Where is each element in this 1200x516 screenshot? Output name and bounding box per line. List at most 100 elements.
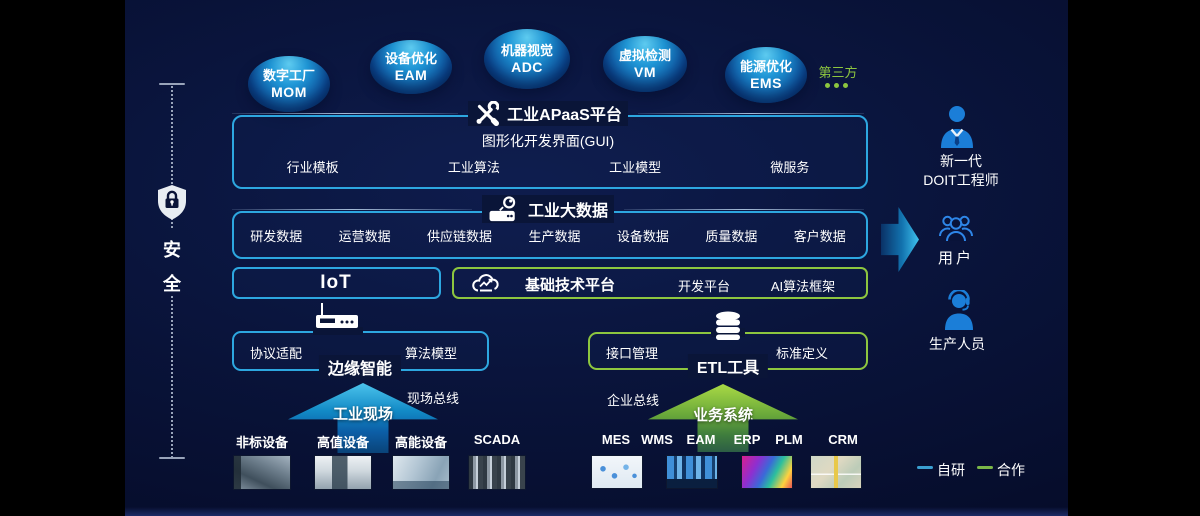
bubble-vm: 虚拟检测 VM <box>603 36 687 92</box>
field-bus-label: 现场总线 <box>406 391 460 406</box>
legend-coop-label: 合作 <box>997 462 1025 478</box>
bigdata-header-rule-right <box>624 208 865 210</box>
edge-left-item: 协议适配 <box>249 346 303 361</box>
field-device-label: 高能设备 <box>394 435 448 450</box>
apaas-item: 工业模型 <box>609 159 662 175</box>
etl-left-item: 接口管理 <box>605 346 659 361</box>
business-system-item: MES <box>601 432 631 447</box>
flow-right-arrow <box>881 207 919 272</box>
edge-title: 边缘智能 <box>318 355 402 379</box>
base-platform-box: 基础技术平台 开发平台 AI算法框架 <box>452 267 868 299</box>
business-system-item: ERP <box>733 432 761 447</box>
edge-router-icon <box>315 301 359 333</box>
security-label-char2: 全 <box>163 274 181 294</box>
cad-model-photo <box>742 456 792 488</box>
apaas-title: 工业APaaS平台 <box>507 107 622 124</box>
bubble-vm-line1: 虚拟检测 <box>618 47 671 63</box>
more-dots-icon <box>825 83 848 88</box>
nonstandard-equipment-photo <box>234 456 290 489</box>
legend-coop-line-icon <box>977 466 993 469</box>
production-worker-icon <box>943 290 975 330</box>
bigdata-item: 设备数据 <box>616 228 669 244</box>
legend-self-line-icon <box>917 466 933 469</box>
bigdata-item: 客户数据 <box>793 228 846 244</box>
business-system-item: WMS <box>641 432 673 447</box>
bigdata-item: 生产数据 <box>528 228 581 244</box>
bigdata-header-rule-left <box>232 208 472 210</box>
edge-icon-mask <box>313 327 363 335</box>
bubble-adc-line2: ADC <box>511 58 543 75</box>
storage-drive-icon <box>488 195 520 223</box>
cloud-arrow-icon <box>470 272 502 294</box>
base-platform-item: AI算法框架 <box>770 279 836 294</box>
bubble-eam-line1: 设备优化 <box>384 50 437 66</box>
high-value-equipment-photo <box>315 456 371 489</box>
apaas-header-rule-left <box>232 112 459 114</box>
bubble-ems: 能源优化 EMS <box>725 47 807 103</box>
bubble-adc: 机器视觉 ADC <box>484 29 570 89</box>
engineer-label-line2: DOIT工程师 <box>923 172 999 188</box>
apaas-item: 工业算法 <box>447 159 500 175</box>
enterprise-bus-label: 企业总线 <box>606 393 660 408</box>
apaas-item: 微服务 <box>770 159 810 175</box>
etl-right-item: 标准定义 <box>775 346 829 361</box>
bigdata-item: 质量数据 <box>705 228 758 244</box>
diagram-stage: 安 全 数字工厂 MOM 设备优化 EAM 机器视觉 ADC 虚拟检测 VM 能… <box>125 0 1068 516</box>
industrial-field-label: 工业现场 <box>332 406 393 423</box>
apaas-header-rule-right <box>637 112 865 114</box>
bigdata-title: 工业大数据 <box>528 203 609 220</box>
apaas-header: 工业APaaS平台 <box>232 100 865 126</box>
etl-database-icon <box>713 310 743 342</box>
security-dotted-line-lower <box>171 296 173 458</box>
bubble-ems-line2: EMS <box>750 74 782 91</box>
bubble-mom-line1: 数字工厂 <box>262 67 315 83</box>
bigdata-items-row: 研发数据 运营数据 供应链数据 生产数据 设备数据 质量数据 客户数据 <box>232 226 864 244</box>
apaas-items-row: 行业模板 工业算法 工业模型 微服务 <box>232 157 864 175</box>
etl-title: ETL工具 <box>687 354 769 378</box>
shield-lock-icon <box>157 184 187 220</box>
engineer-icon <box>939 104 975 148</box>
iot-label: IoT <box>320 272 352 293</box>
apaas-box <box>232 115 868 189</box>
business-system-label: 业务系统 <box>692 407 753 424</box>
business-system-item: EAM <box>686 432 716 447</box>
security-line-top-cap <box>159 83 185 85</box>
edge-right-item: 算法模型 <box>404 346 458 361</box>
scada-photo <box>469 456 525 489</box>
bubble-eam: 设备优化 EAM <box>370 40 452 94</box>
iot-box: IoT <box>232 267 441 299</box>
tools-icon <box>474 100 500 126</box>
business-system-item: CRM <box>828 432 858 447</box>
users-group-icon <box>938 211 974 243</box>
bubble-adc-line1: 机器视觉 <box>500 42 553 58</box>
security-line-bottom-cap <box>159 457 185 459</box>
bubble-ems-line1: 能源优化 <box>739 58 792 74</box>
bigdata-header: 工业大数据 <box>232 195 865 223</box>
high-energy-equipment-photo <box>393 456 449 489</box>
base-platform-item: 开发平台 <box>677 279 731 294</box>
bubble-vm-line2: VM <box>634 63 656 80</box>
production-worker-label: 生产人员 <box>929 336 985 352</box>
legend-self-label: 自研 <box>937 462 965 478</box>
business-system-item: PLM <box>775 432 803 447</box>
base-platform-title: 基础技术平台 <box>524 277 616 294</box>
bigdata-item: 研发数据 <box>250 228 303 244</box>
apaas-item: 行业模板 <box>286 159 339 175</box>
bigdata-item: 供应链数据 <box>427 228 493 244</box>
users-label: 用户 <box>937 250 975 267</box>
field-device-label: 非标设备 <box>235 435 289 450</box>
map-photo <box>811 456 861 488</box>
security-label-char1: 安 <box>163 240 181 260</box>
bottom-strip <box>125 507 1068 516</box>
third-party-label: 第三方 <box>818 65 858 80</box>
field-device-label: SCADA <box>473 432 521 447</box>
apaas-gui-label: 图形化开发界面(GUI) <box>481 133 615 149</box>
mes-photo <box>592 456 642 488</box>
bubble-eam-line2: EAM <box>394 66 428 83</box>
engineer-label-line1: 新一代 <box>940 153 982 169</box>
field-device-label: 高值设备 <box>316 435 370 450</box>
bubble-mom-line2: MOM <box>271 83 307 100</box>
control-room-photo <box>667 456 717 488</box>
bigdata-item: 运营数据 <box>338 228 391 244</box>
